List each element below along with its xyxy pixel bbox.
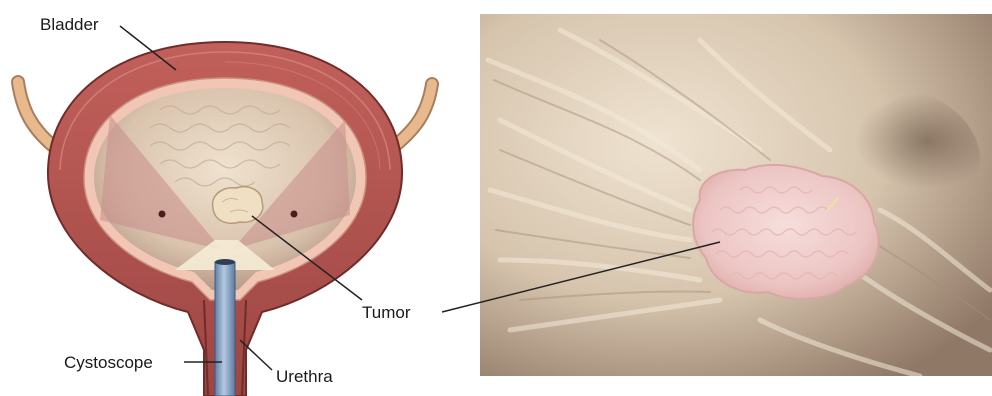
cystoscope [215,262,235,396]
left-ureteral-orifice [159,211,166,218]
cystoscopy-photo [480,14,992,376]
cystoscope-label: Cystoscope [64,353,153,372]
photo-tumor [693,165,879,299]
bladder-label: Bladder [40,15,99,34]
tumor-label: Tumor [362,303,411,322]
urethra-label: Urethra [276,367,333,386]
bladder-illustration [18,42,432,396]
right-ureteral-orifice [291,211,298,218]
